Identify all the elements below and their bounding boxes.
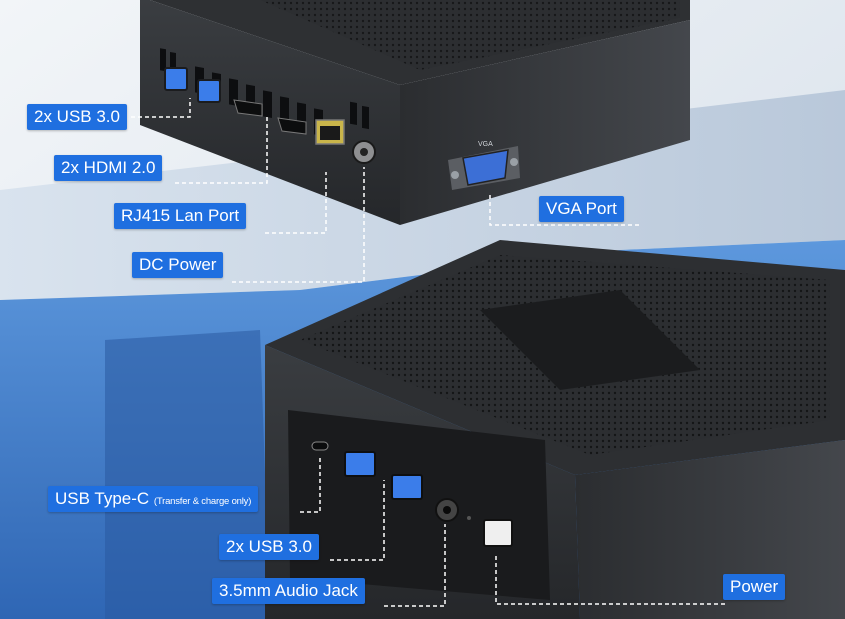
bottom-pc-front-inset: [288, 410, 550, 600]
bottom-usb-c-port: [311, 441, 329, 451]
top-usb-port-1: [164, 67, 188, 91]
callout-dc-power: DC Power: [132, 252, 224, 278]
callout-lan: RJ415 Lan Port: [114, 203, 247, 229]
top-hdmi-port-2: [277, 117, 307, 135]
callout-hdmi: 2x HDMI 2.0: [54, 155, 163, 181]
callout-power: Power: [723, 574, 786, 600]
bottom-usb-port-2: [391, 474, 423, 500]
top-hdmi-port-1: [233, 99, 263, 117]
callout-usb3-top: 2x USB 3.0: [27, 104, 127, 130]
bottom-power-button: [483, 519, 513, 547]
callout-usb-type-c-label: USB Type-C: [55, 489, 154, 508]
top-mini-pc: VGA: [140, 0, 690, 225]
callout-usb3-bottom: 2x USB 3.0: [219, 534, 319, 560]
vga-port: [448, 146, 520, 190]
bottom-mini-pc: [265, 240, 845, 619]
bottom-usb-port-1: [344, 451, 376, 477]
callout-audio-jack: 3.5mm Audio Jack: [212, 578, 365, 604]
callout-vga: VGA Port: [539, 196, 624, 222]
callout-usb-type-c: USB Type-C (Transfer & charge only): [48, 486, 259, 512]
platform-shadow: [105, 330, 270, 619]
vga-port-label: VGA: [478, 141, 493, 148]
callout-usb-type-c-note: (Transfer & charge only): [153, 496, 252, 507]
top-pc-lid-grid: [260, 0, 680, 70]
top-usb-port-2: [197, 79, 221, 103]
leader-lines: [131, 98, 725, 607]
bottom-pc-lid-panel: [480, 290, 700, 390]
